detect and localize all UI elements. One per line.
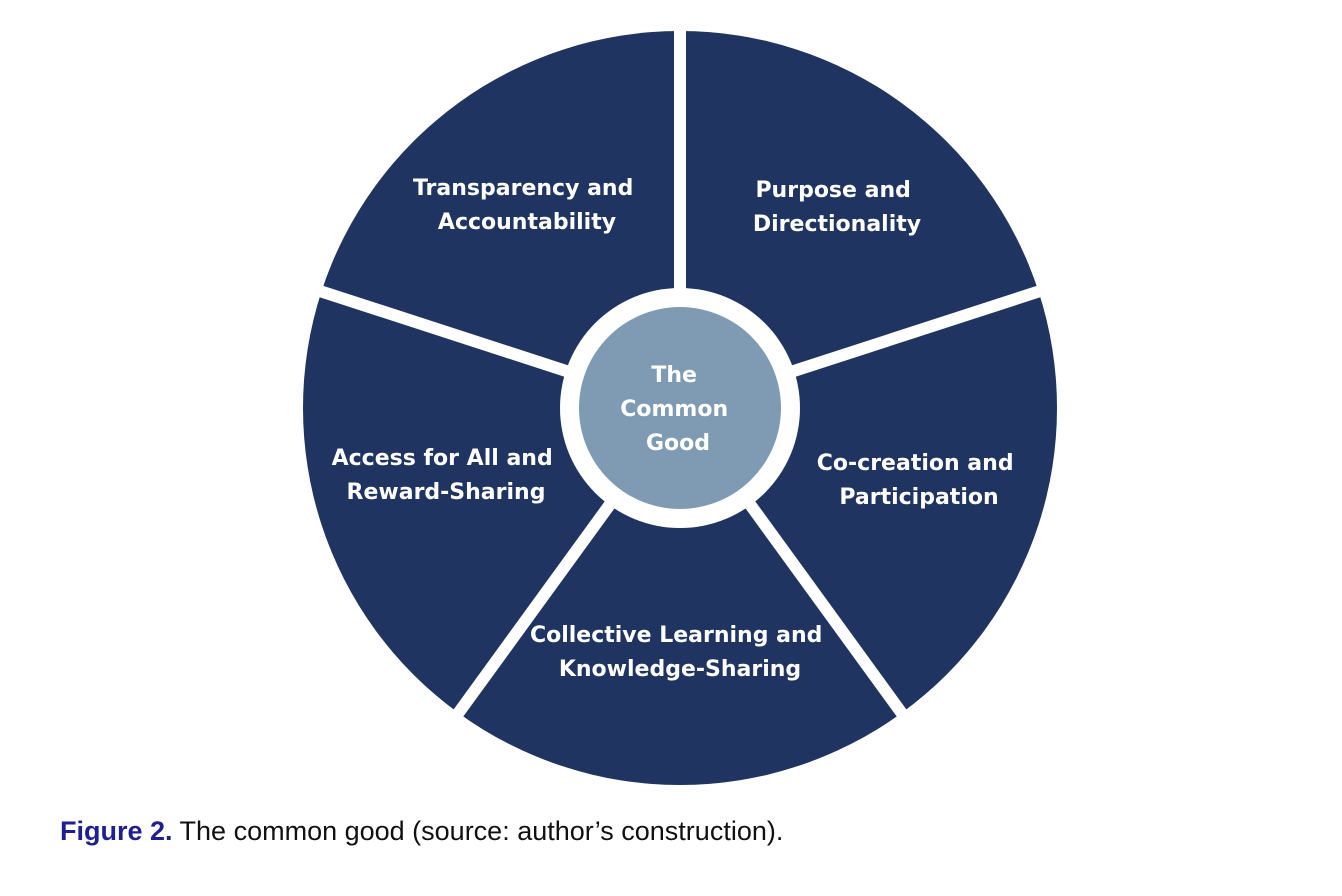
figure-caption-text: The common good (source: author’s constr… (172, 816, 784, 846)
center-label-line: Good (646, 431, 710, 456)
segment-label-line: Access for All and (332, 446, 553, 471)
segment-label-co-creation: Co-creation and Participation (817, 451, 1021, 510)
figure-label: Figure 2. (60, 816, 173, 846)
segment-label-line: Transparency and (413, 176, 633, 201)
center-label: The Common Good (620, 363, 736, 456)
segment-label-line: Directionality (753, 212, 921, 237)
segment-label-line: Collective Learning and (530, 623, 822, 648)
segment-label-transparency: Transparency and Accountability (413, 176, 641, 235)
segment-label-collective-learning: Collective Learning and Knowledge-Sharin… (530, 623, 830, 682)
segment-label-line: Co-creation and (817, 451, 1014, 476)
segment-label-line: Knowledge-Sharing (559, 657, 801, 682)
segment-labels: Purpose and Directionality Co-creation a… (332, 176, 1021, 682)
segment-label-line: Purpose and (755, 178, 910, 203)
diagram-segment (458, 408, 902, 786)
segment-label-line: Reward-Sharing (347, 480, 546, 505)
segment-label-line: Accountability (438, 210, 616, 235)
segment-label-line: Participation (839, 485, 998, 510)
common-good-diagram: The Common Good Purpose and Directionali… (302, 30, 1058, 786)
center-label-line: The (651, 363, 697, 388)
center-label-line: Common (620, 397, 728, 422)
segment-label-access: Access for All and Reward-Sharing (332, 446, 561, 505)
figure-caption: Figure 2. The common good (source: autho… (60, 816, 783, 847)
diagram-segment (680, 31, 1039, 408)
segment-label-purpose: Purpose and Directionality (753, 178, 921, 237)
center-circle (579, 307, 781, 509)
diagram-segment (321, 30, 680, 408)
